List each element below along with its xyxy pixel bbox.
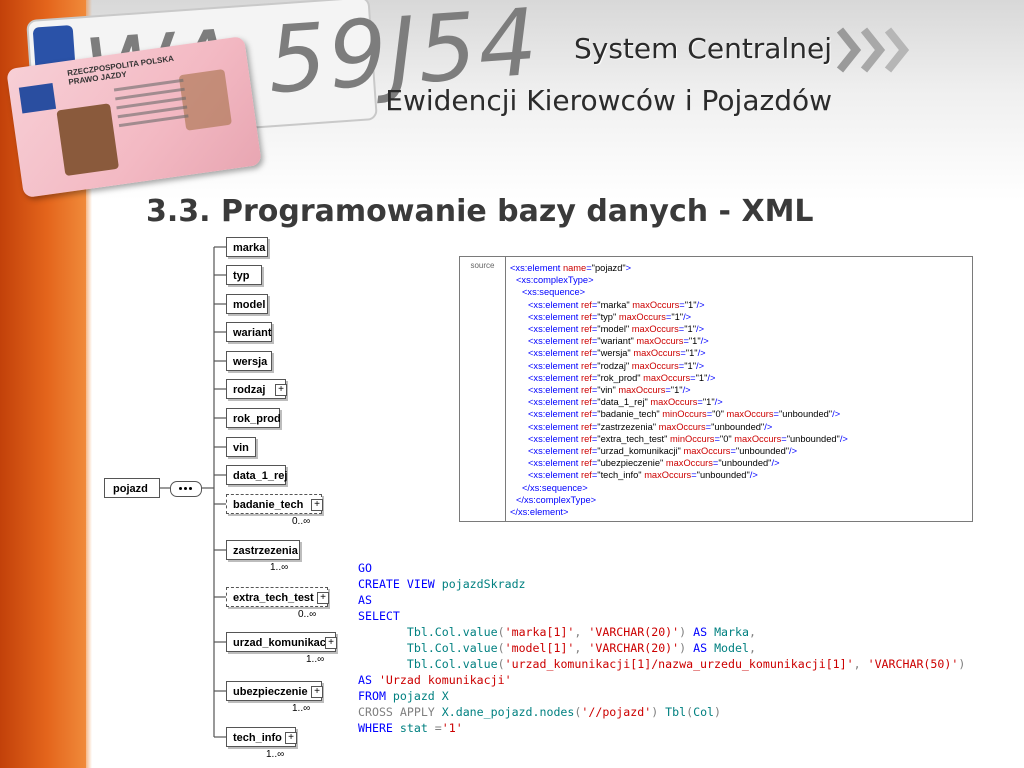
schema-node-label: urzad_komunikacji [233,637,333,649]
source-label: source [460,257,506,521]
eu-flag-icon [18,83,57,114]
sql-line: GO [358,561,372,575]
expand-icon[interactable]: + [285,732,297,744]
schema-node-label: tech_info [233,732,282,744]
schema-node-wariant[interactable]: wariant [226,322,272,342]
xsd-line: <xs:element ref="wersja" maxOccurs="1"/> [528,348,706,359]
slide-title-line1: System Centralnej [573,32,832,65]
sql-line: AS 'Urzad komunikacji' [358,673,512,687]
schema-node-zastrzezenia[interactable]: zastrzezenia [226,540,300,560]
schema-root-node[interactable]: pojazd [104,478,160,498]
xsd-line: <xs:element name="pojazd"> [510,263,632,273]
schema-node-label: rok_prod [233,413,281,425]
occurrence-label: 0..∞ [292,516,311,527]
card-photo [56,103,120,177]
diagram-connectors [160,246,226,738]
schema-node-tech-info[interactable]: tech_info+ [226,727,297,747]
xsd-line: <xs:element ref="extra_tech_test" minOcc… [528,433,848,444]
xsd-line: <xs:sequence> [522,287,586,298]
schema-node-label: badanie_tech [233,499,304,511]
sql-line: Tbl.Col.value('urzad_komunikacji[1]/nazw… [406,657,966,671]
schema-node-marka[interactable]: marka [226,237,268,257]
xsd-source-code: <xs:element name="pojazd"> <xs:complexTyp… [510,262,848,518]
expand-icon[interactable]: + [275,384,287,396]
expand-icon[interactable]: + [325,637,337,649]
schema-node-vin[interactable]: vin [226,437,256,457]
xsd-line: <xs:element ref="vin" maxOccurs="1"/> [528,385,691,396]
occurrence-label: 1..∞ [292,703,311,714]
occurrence-label: 1..∞ [306,654,325,665]
sql-line: WHERE stat ='1' [358,721,463,735]
schema-node-rok-prod[interactable]: rok_prod [226,408,281,428]
card-text-lines [113,78,190,133]
sql-line: AS [358,593,372,607]
xsd-schema-diagram: pojazd marka typ model wariant wersja rodzaj +… [100,232,352,766]
occurrence-label: 0..∞ [298,609,317,620]
xsd-line: </xs:element> [510,507,569,518]
sql-line: CREATE VIEW pojazdSkradz [358,577,526,591]
xsd-line: <xs:element ref="rok_prod" maxOccurs="1"… [528,372,716,383]
sql-line: FROM pojazd X [358,689,449,703]
xsd-line: </xs:sequence> [522,482,588,493]
occurrence-label: 1..∞ [266,749,285,760]
xsd-line: </xs:complexType> [516,494,597,505]
expand-icon[interactable]: + [311,686,323,698]
schema-node-wersja[interactable]: wersja [226,351,272,371]
sql-line: SELECT [358,609,400,623]
schema-node-label: rodzaj [233,384,266,396]
schema-node-extra-tech-test[interactable]: extra_tech_test+ [226,587,329,607]
xsd-line: <xs:element ref="badanie_tech" minOccurs… [528,409,841,420]
schema-node-label: model [233,299,266,311]
xsd-line: <xs:element ref="rodzaj" maxOccurs="1"/> [528,360,705,371]
xsd-line: <xs:element ref="wariant" maxOccurs="1"/… [528,336,709,347]
xsd-line: <xs:element ref="ubezpieczenie" maxOccur… [528,458,780,469]
schema-node-label: wersja [233,356,268,368]
schema-node-data-1-rej[interactable]: data_1_rej [226,465,288,485]
schema-node-label: marka [233,242,266,254]
xsd-line: <xs:element ref="zastrzezenia" maxOccurs… [528,421,773,432]
slide-title-line2: Ewidencji Kierowców i Pojazdów [385,84,832,117]
schema-node-label: data_1_rej [233,470,288,482]
expand-icon[interactable]: + [311,499,323,511]
schema-node-model[interactable]: model [226,294,268,314]
schema-node-label: vin [233,442,249,454]
schema-node-label: typ [233,270,250,282]
schema-node-ubezpieczenie[interactable]: ubezpieczenie+ [226,681,323,701]
xsd-line: <xs:element ref="marka" maxOccurs="1"/> [528,299,705,310]
sql-line: CROSS APPLY X.dane_pojazd.nodes('//pojaz… [358,705,722,719]
schema-node-urzad-komunikacji[interactable]: urzad_komunikacji+ [226,632,337,652]
section-title: 3.3. Programowanie bazy danych - XML [146,194,814,229]
xsd-line: <xs:element ref="model" maxOccurs="1"/> [528,324,705,335]
sequence-compositor-icon [170,481,202,497]
schema-node-label: ubezpieczenie [233,686,308,698]
schema-node-badanie-tech[interactable]: badanie_tech + [226,494,323,514]
sql-line: Tbl.Col.value('marka[1]', 'VARCHAR(20)')… [406,625,756,639]
schema-node-rodzaj[interactable]: rodzaj + [226,379,287,399]
xsd-source-panel: source <xs:element name="pojazd"> <xs:com… [459,256,973,522]
schema-node-label: extra_tech_test [233,592,314,604]
occurrence-label: 1..∞ [270,562,289,573]
xsd-line: <xs:element ref="urzad_komunikacji" maxO… [528,446,798,457]
xsd-line: <xs:element ref="tech_info" maxOccurs="u… [528,470,758,481]
sql-line: Tbl.Col.value('model[1]', 'VARCHAR(20)')… [406,641,756,655]
schema-node-label: zastrzezenia [233,545,298,557]
side-accent-edge [86,0,92,768]
xsd-line: <xs:complexType> [516,275,594,286]
schema-node-typ[interactable]: typ [226,265,262,285]
xsd-line: <xs:element ref="typ" maxOccurs="1"/> [528,311,692,322]
schema-node-label: wariant [233,327,272,339]
xsd-line: <xs:element ref="data_1_rej" maxOccurs="… [528,397,723,408]
chevrons-icon [836,27,910,73]
expand-icon[interactable]: + [317,592,329,604]
